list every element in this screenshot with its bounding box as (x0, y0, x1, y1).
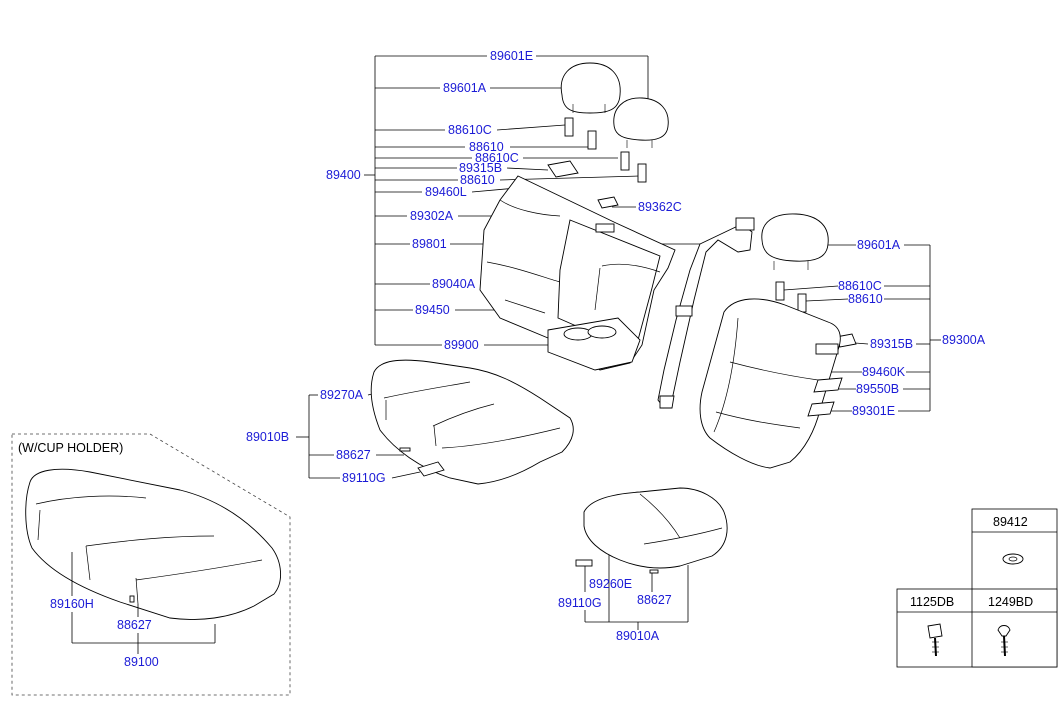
label-88610-right[interactable]: 88610 (848, 292, 883, 306)
fastener-table: 89412 1125DB 1249BD (896, 508, 1058, 668)
right-headrest (761, 213, 829, 270)
right-seat-cushion (575, 487, 728, 574)
clip-89412-icon (1002, 553, 1024, 565)
label-89040A[interactable]: 89040A (432, 277, 476, 291)
label-89010B[interactable]: 89010B (246, 430, 289, 444)
label-89601A-right[interactable]: 89601A (857, 238, 901, 252)
label-89301E[interactable]: 89301E (852, 404, 895, 418)
right-seatback-assembly: 89601A 88610C 88610 89315B 89300A 89460K… (699, 213, 986, 469)
label-88627-left[interactable]: 88627 (117, 618, 152, 632)
label-88610C-right[interactable]: 88610C (838, 279, 882, 293)
label-88627-center[interactable]: 88627 (336, 448, 371, 462)
label-88610-1[interactable]: 88610 (469, 140, 504, 154)
label-89801[interactable]: 89801 (412, 237, 447, 251)
left-headrest-1 (560, 62, 621, 114)
label-89160H[interactable]: 89160H (50, 597, 94, 611)
label-89010A[interactable]: 89010A (616, 629, 660, 643)
table-header-89412: 89412 (993, 515, 1028, 529)
label-89460L[interactable]: 89460L (425, 185, 467, 199)
label-89601A-left[interactable]: 89601A (443, 81, 487, 95)
label-89900[interactable]: 89900 (444, 338, 479, 352)
right-seat-cushion-assembly: 89260E 89110G 88627 89010A (558, 487, 728, 643)
label-89300A[interactable]: 89300A (942, 333, 986, 347)
screw-1249BD-icon (997, 625, 1011, 657)
seat-belt-assembly (657, 217, 755, 409)
label-89270A[interactable]: 89270A (320, 388, 364, 402)
label-89400[interactable]: 89400 (326, 168, 361, 182)
label-89460K[interactable]: 89460K (862, 365, 906, 379)
left-seatback-assembly: 89601E 89601A 88610C 88610 88610C 89315B… (326, 49, 700, 371)
bracket-89300A (783, 244, 941, 412)
headrest-guides-left (547, 117, 647, 209)
label-89110G-center[interactable]: 89110G (342, 471, 386, 485)
bracket-89100 (71, 552, 216, 654)
bench-seat-cushion (25, 468, 281, 620)
label-89260E[interactable]: 89260E (589, 577, 632, 591)
label-89362C[interactable]: 89362C (638, 200, 682, 214)
label-89302A[interactable]: 89302A (410, 209, 454, 223)
right-seatback (699, 298, 843, 469)
label-89601E[interactable]: 89601E (490, 49, 533, 63)
label-88627-bottom[interactable]: 88627 (637, 593, 672, 607)
label-89100[interactable]: 89100 (124, 655, 159, 669)
label-88610C-2[interactable]: 88610C (475, 151, 519, 165)
label-89315B-right[interactable]: 89315B (870, 337, 913, 351)
label-89110G-bottom[interactable]: 89110G (558, 596, 602, 610)
left-headrest-2 (613, 97, 669, 148)
bolt-1125DB-icon (927, 623, 943, 657)
label-89315B-left[interactable]: 89315B (459, 161, 502, 175)
center-seat-cushion-assembly: 89270A 89010B 88627 89110G (246, 359, 574, 485)
left-seatback (479, 175, 676, 371)
inset-title: (W/CUP HOLDER) (18, 441, 123, 455)
table-header-1125DB: 1125DB (910, 595, 954, 609)
label-89450[interactable]: 89450 (415, 303, 450, 317)
table-header-1249BD: 1249BD (988, 595, 1033, 609)
label-88610C-1[interactable]: 88610C (448, 123, 492, 137)
label-88610-2[interactable]: 88610 (460, 173, 495, 187)
center-seat-cushion (370, 359, 574, 485)
label-89550B[interactable]: 89550B (856, 382, 899, 396)
cup-holder-inset: (W/CUP HOLDER) 89160H 88627 89100 (11, 433, 291, 696)
